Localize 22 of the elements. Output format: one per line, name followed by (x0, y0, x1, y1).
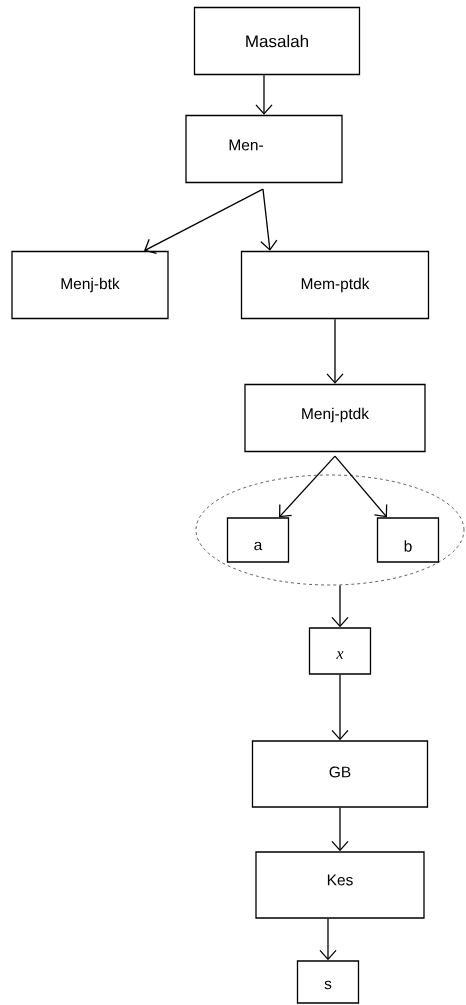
arrow (331, 807, 349, 852)
arrow (331, 674, 349, 741)
process-box: Masalah (193, 6, 361, 76)
arrow (255, 74, 273, 115)
arrow (331, 584, 349, 628)
process-box: GB (251, 740, 429, 808)
arrow (260, 188, 278, 251)
process-box: Kes (255, 851, 425, 919)
process-box: x (308, 627, 372, 675)
process-box: Menj-btk (11, 250, 169, 320)
arrow (144, 188, 264, 254)
arrow (279, 455, 336, 518)
process-box: Menj-ptdk (244, 383, 426, 453)
arrow (319, 918, 337, 961)
process-box: a (226, 517, 290, 563)
dashed-ellipse (195, 474, 465, 586)
process-box: s (296, 960, 360, 1004)
arrow (334, 455, 388, 518)
arrow (326, 318, 344, 384)
process-box: b (376, 517, 440, 563)
process-box: Mem-ptdk (240, 250, 430, 320)
process-box: Men- (185, 114, 343, 184)
